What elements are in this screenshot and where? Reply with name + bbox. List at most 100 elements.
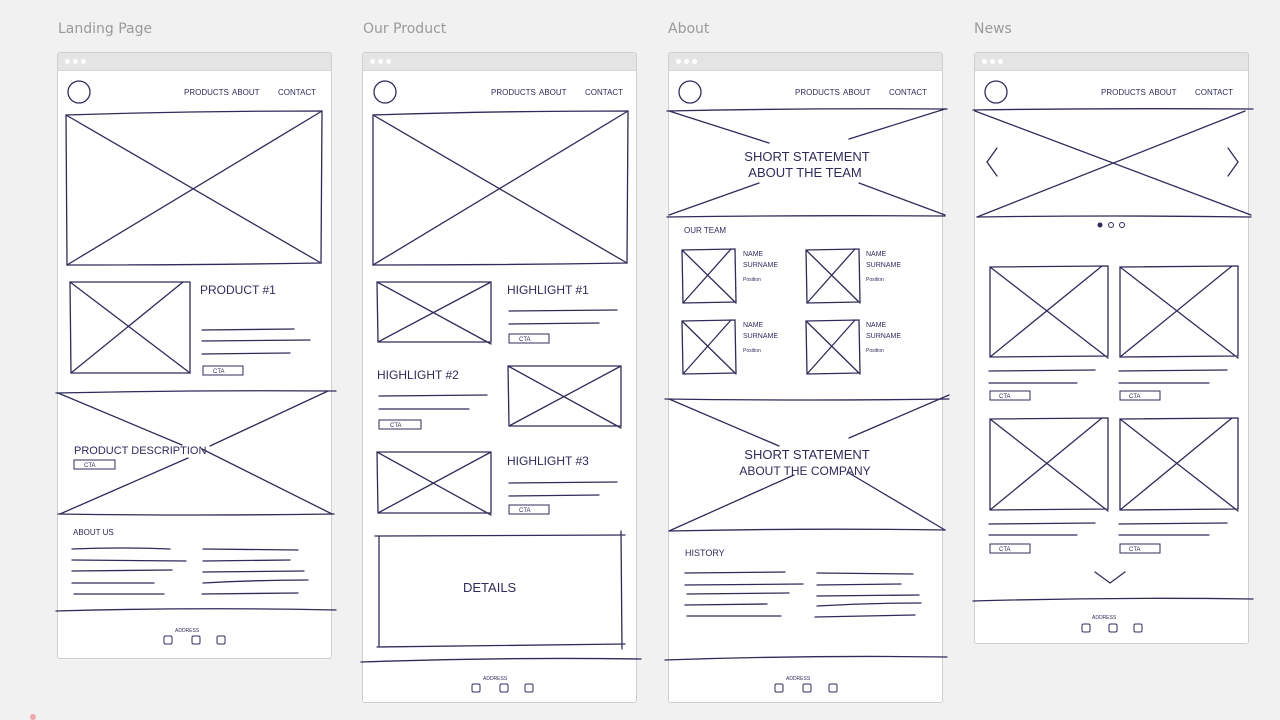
member-position: Position bbox=[743, 348, 761, 354]
member-position: Position bbox=[866, 348, 884, 354]
window-dot bbox=[982, 59, 987, 64]
team-photo-placeholder bbox=[805, 248, 861, 304]
member-name: NAME bbox=[866, 251, 887, 258]
news-card-cta-button[interactable]: CTA bbox=[1129, 547, 1141, 553]
history-title: HISTORY bbox=[685, 548, 725, 558]
footer-address: ADDRESS bbox=[1092, 615, 1117, 621]
facebook-icon bbox=[191, 635, 201, 645]
description-background-placeholder bbox=[55, 390, 337, 516]
highlight-1-image-placeholder bbox=[376, 281, 492, 345]
cursor-marker bbox=[30, 714, 36, 720]
board-title-product: Our Product bbox=[363, 21, 447, 37]
browser-bar bbox=[58, 53, 331, 71]
product-image-placeholder bbox=[69, 281, 191, 374]
description-cta-button[interactable]: CTA bbox=[84, 463, 96, 469]
facebook-icon bbox=[802, 683, 812, 693]
news-card-cta-button[interactable]: CTA bbox=[999, 547, 1011, 553]
highlight-2-image-placeholder bbox=[507, 365, 622, 429]
load-more-chevron-icon bbox=[1094, 571, 1126, 584]
twitter-icon bbox=[1081, 623, 1091, 633]
nav-contact-link[interactable]: CONTACT bbox=[278, 88, 316, 97]
nav-products-link[interactable]: PRODUCTS bbox=[491, 88, 536, 97]
logo-circle-icon bbox=[678, 80, 702, 104]
company-statement-line2: ABOUT THE COMPANY bbox=[739, 464, 870, 478]
team-photo-placeholder bbox=[681, 319, 737, 375]
highlight-1-title: HIGHLIGHT #1 bbox=[507, 283, 589, 297]
nav-contact-link[interactable]: CONTACT bbox=[889, 88, 927, 97]
window-dot bbox=[684, 59, 689, 64]
nav-about-link[interactable]: ABOUT bbox=[539, 88, 567, 97]
team-statement-line2: ABOUT THE TEAM bbox=[748, 165, 861, 180]
highlight-3-image-placeholder bbox=[376, 451, 492, 516]
news-card-cta-button[interactable]: CTA bbox=[1129, 394, 1141, 400]
footer-address: ADDRESS bbox=[175, 628, 200, 634]
footer-address: ADDRESS bbox=[483, 676, 508, 682]
product-description-title: PRODUCT DESCRIPTION bbox=[74, 445, 206, 457]
footer-address: ADDRESS bbox=[786, 676, 811, 682]
window-dot bbox=[65, 59, 70, 64]
member-name: NAME bbox=[743, 322, 764, 329]
highlight-2-cta-button[interactable]: CTA bbox=[390, 423, 402, 429]
team-statement-line1: SHORT STATEMENT bbox=[744, 149, 869, 164]
nav-about-link[interactable]: ABOUT bbox=[232, 88, 260, 97]
news-card-image-placeholder bbox=[989, 417, 1109, 512]
nav-contact-link[interactable]: CONTACT bbox=[585, 88, 623, 97]
board-title-news: News bbox=[974, 21, 1012, 37]
twitter-icon bbox=[163, 635, 173, 645]
highlight-3-cta-button[interactable]: CTA bbox=[519, 508, 531, 514]
board-title-about: About bbox=[668, 21, 710, 37]
details-title: DETAILS bbox=[463, 580, 517, 595]
nav-products-link[interactable]: PRODUCTS bbox=[795, 88, 840, 97]
logo-circle-icon bbox=[984, 80, 1008, 104]
browser-bar bbox=[363, 53, 636, 71]
highlight-1-cta-button[interactable]: CTA bbox=[519, 337, 531, 343]
carousel-prev-arrow-icon bbox=[986, 147, 998, 177]
instagram-icon bbox=[216, 635, 226, 645]
news-card-image-placeholder bbox=[989, 265, 1109, 359]
hero-image-placeholder bbox=[372, 110, 629, 266]
wireframe-news[interactable]: PRODUCTS ABOUT CONTACT CTA CTA CTA CTA A… bbox=[972, 52, 1254, 644]
about-us-title: ABOUT US bbox=[73, 528, 114, 537]
nav-about-link[interactable]: ABOUT bbox=[1149, 88, 1177, 97]
window-dot bbox=[676, 59, 681, 64]
wireframe-landing-page[interactable]: PRODUCTS ABOUT CONTACT PRODUCT #1 CTA PR… bbox=[55, 52, 337, 659]
nav-products-link[interactable]: PRODUCTS bbox=[184, 88, 229, 97]
member-position: Position bbox=[743, 277, 761, 283]
company-statement-placeholder bbox=[664, 394, 950, 532]
news-card-image-placeholder bbox=[1119, 265, 1239, 359]
carousel-next-arrow-icon bbox=[1227, 147, 1239, 177]
window-dot bbox=[370, 59, 375, 64]
member-surname: SURNAME bbox=[743, 333, 778, 340]
instagram-icon bbox=[524, 683, 534, 693]
logo-circle-icon bbox=[373, 80, 397, 104]
team-photo-placeholder bbox=[805, 319, 861, 375]
highlight-3-title: HIGHLIGHT #3 bbox=[507, 454, 589, 468]
window-dot bbox=[990, 59, 995, 64]
facebook-icon bbox=[1108, 623, 1118, 633]
window-dot bbox=[386, 59, 391, 64]
twitter-icon bbox=[774, 683, 784, 693]
carousel-dot-active bbox=[1097, 222, 1103, 228]
board-title-landing: Landing Page bbox=[58, 21, 153, 37]
our-team-title: OUR TEAM bbox=[684, 226, 726, 235]
wireframe-about[interactable]: PRODUCTS ABOUT CONTACT SHORT STATEMENT A… bbox=[664, 52, 950, 703]
member-surname: SURNAME bbox=[866, 262, 901, 269]
nav-products-link[interactable]: PRODUCTS bbox=[1101, 88, 1146, 97]
nav-about-link[interactable]: ABOUT bbox=[843, 88, 871, 97]
instagram-icon bbox=[828, 683, 838, 693]
company-statement-line1: SHORT STATEMENT bbox=[744, 447, 869, 462]
wireframe-our-product[interactable]: PRODUCTS ABOUT CONTACT HIGHLIGHT #1 CTA … bbox=[360, 52, 642, 703]
logo-circle-icon bbox=[67, 80, 91, 104]
browser-bar bbox=[975, 53, 1248, 71]
member-surname: SURNAME bbox=[866, 333, 901, 340]
details-box bbox=[374, 530, 626, 650]
news-card-cta-button[interactable]: CTA bbox=[999, 394, 1011, 400]
carousel-dot bbox=[1119, 222, 1125, 228]
twitter-icon bbox=[471, 683, 481, 693]
product-cta-button[interactable]: CTA bbox=[213, 369, 225, 375]
member-position: Position bbox=[866, 277, 884, 283]
carousel-image-placeholder bbox=[972, 108, 1254, 218]
nav-contact-link[interactable]: CONTACT bbox=[1195, 88, 1233, 97]
window-dot bbox=[73, 59, 78, 64]
member-name: NAME bbox=[866, 322, 887, 329]
